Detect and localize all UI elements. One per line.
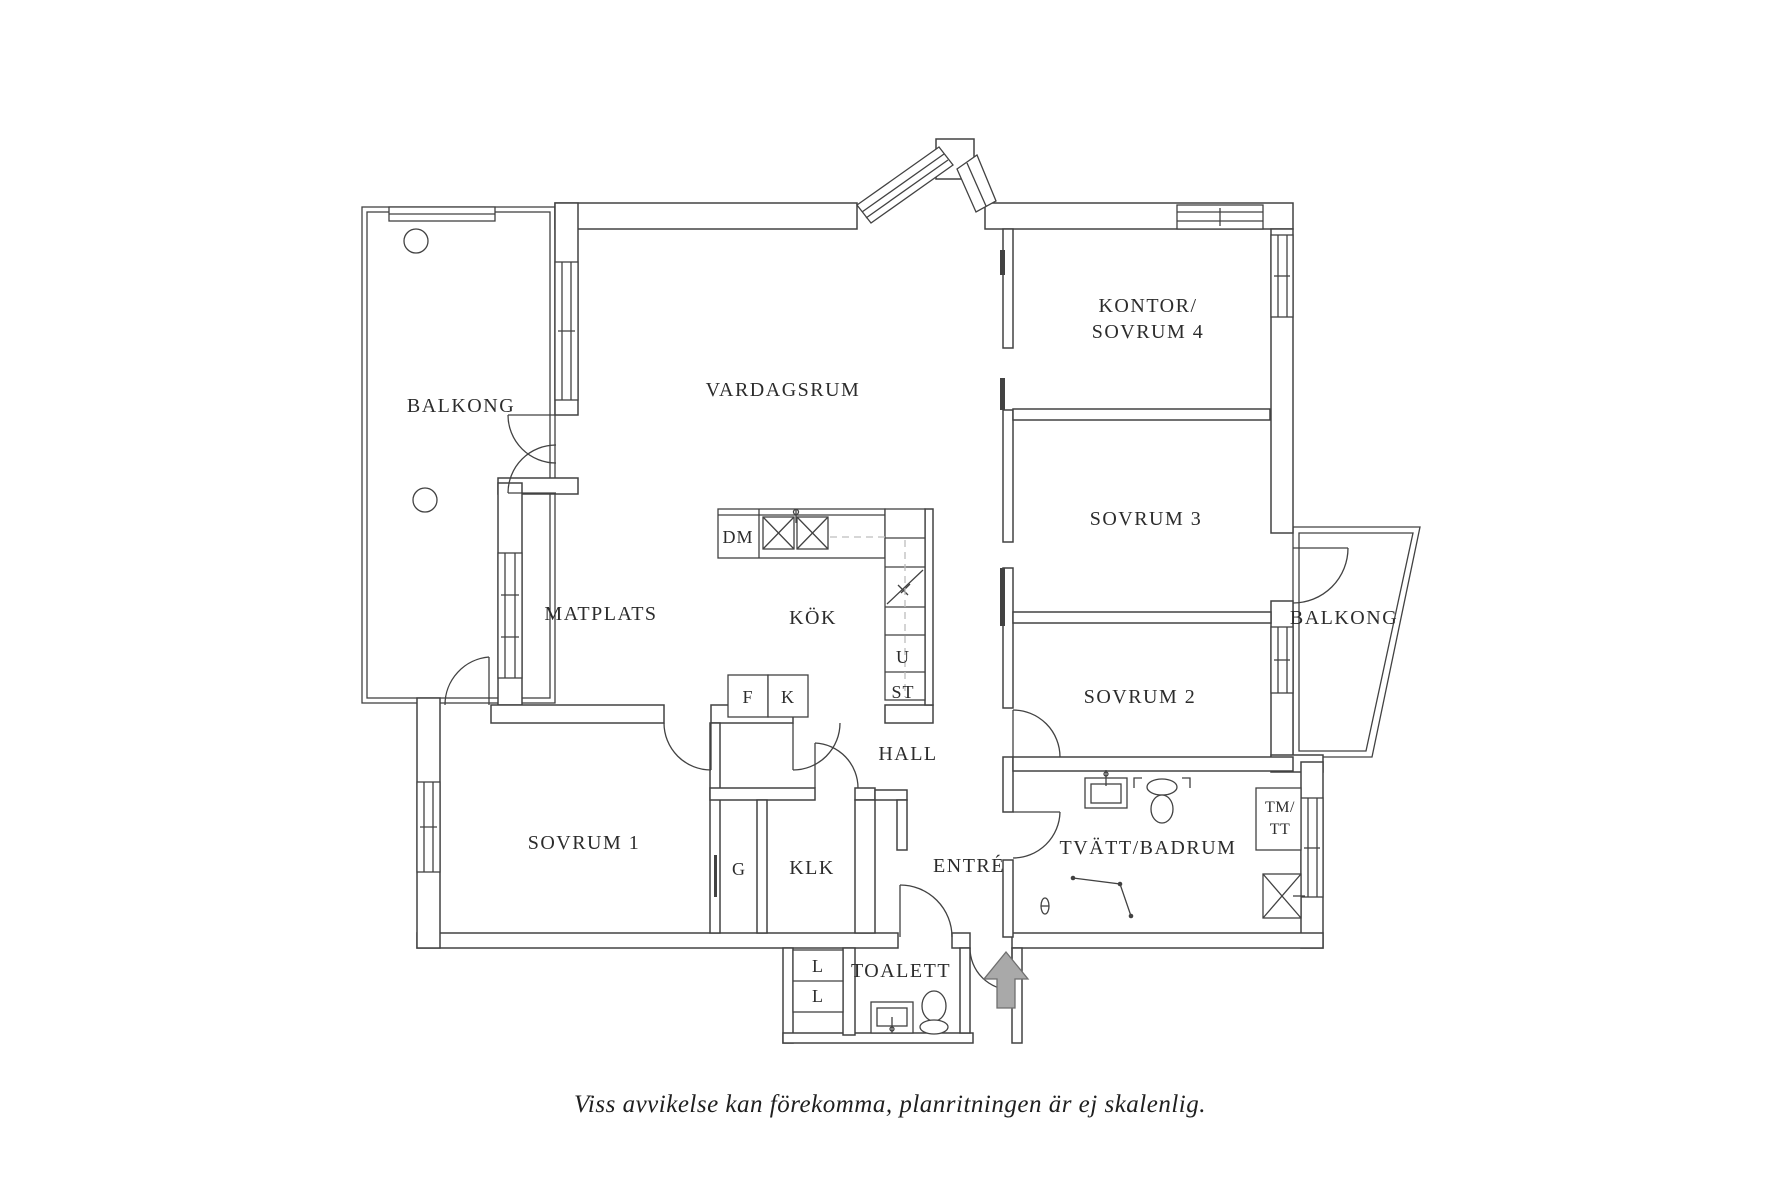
kitchen-sink-icon	[762, 508, 829, 550]
window-sovrum1-west	[416, 781, 441, 873]
label-l2: L	[812, 986, 824, 1006]
hall-door	[792, 722, 841, 771]
appliance-labels: DM U ST F K G L L	[722, 527, 914, 1006]
label-l1: L	[812, 956, 824, 976]
label-matplats: MATPLATS	[544, 603, 657, 625]
label-kontor-line2: SOVRUM 4	[1092, 321, 1205, 343]
kitchen-counter	[717, 508, 926, 718]
toalett-fittings	[792, 949, 949, 1035]
linen-cabinet	[792, 949, 844, 1013]
label-kok: KÖK	[789, 606, 837, 629]
label-sovrum3: SOVRUM 3	[1090, 508, 1203, 530]
label-sovrum2: SOVRUM 2	[1084, 686, 1197, 708]
label-tm: TM/	[1265, 799, 1295, 816]
washer-dryer-box	[1255, 787, 1302, 851]
room-labels: BALKONG VARDAGSRUM KONTOR/ SOVRUM 4 SOVR…	[407, 295, 1398, 982]
sovrum2-door	[1012, 709, 1061, 758]
door-jambs	[714, 250, 1005, 897]
label-klk: KLK	[789, 857, 835, 879]
label-tt: TT	[1270, 821, 1291, 838]
label-sovrum1: SOVRUM 1	[528, 832, 641, 854]
balcony-column	[412, 487, 438, 513]
toalett-sink-icon	[870, 1001, 914, 1034]
window-kontor-top	[1176, 204, 1264, 230]
toalett-toilet-icon	[919, 990, 949, 1035]
sovrum3-balcony-door	[1292, 547, 1349, 604]
windows	[416, 204, 1324, 898]
entrance-arrow-icon	[982, 950, 1030, 1009]
label-balkong-left: BALKONG	[407, 395, 515, 417]
window-bathroom-east	[1300, 797, 1324, 898]
bathroom-door	[1012, 811, 1061, 859]
disclaimer-caption: Viss avvikelse kan förekomma, planritnin…	[574, 1091, 1206, 1118]
doors	[444, 414, 1349, 991]
shower-tray-icon	[1262, 873, 1305, 919]
sovrum1-balcony-door	[444, 656, 490, 706]
bay-window	[856, 146, 997, 224]
label-f: F	[742, 687, 753, 707]
bathroom-toilet-icon	[1133, 777, 1191, 824]
bathroom-fittings	[1040, 770, 1305, 919]
label-st: ST	[891, 682, 914, 702]
balcony-left	[361, 206, 556, 704]
label-g: G	[732, 859, 746, 879]
toalett-door	[899, 884, 953, 938]
label-toalett: TOALETT	[851, 960, 951, 982]
label-dm: DM	[722, 527, 753, 547]
interior-walls	[490, 228, 1294, 1044]
balcony-rail-window	[388, 206, 496, 222]
balcony-right	[1292, 526, 1421, 758]
balcony-column	[403, 228, 429, 254]
sovrum1-door	[663, 722, 712, 771]
bathroom-sink-icon	[1084, 770, 1128, 809]
window-sovrum2-east	[1270, 626, 1294, 694]
label-vardagsrum: VARDAGSRUM	[706, 379, 861, 401]
shower-screen	[1070, 875, 1134, 919]
label-kontor-line1: KONTOR/	[1098, 295, 1197, 317]
klk-door	[814, 742, 859, 789]
shower-mixer-icon	[1040, 897, 1050, 915]
window-kontor-right	[1270, 234, 1294, 318]
label-u: U	[896, 647, 910, 667]
label-entre: ENTRÉ	[933, 854, 1005, 877]
label-hall: HALL	[878, 743, 937, 765]
label-k: K	[781, 687, 795, 707]
window-vardagsrum-balcony	[554, 261, 579, 401]
fridge-freezer	[727, 674, 809, 718]
label-balkong-right: BALKONG	[1290, 607, 1398, 629]
label-tvatt-badrum: TVÄTT/BADRUM	[1060, 836, 1237, 859]
balcony-french-doors	[507, 414, 557, 494]
window-matplats-west	[497, 552, 523, 679]
